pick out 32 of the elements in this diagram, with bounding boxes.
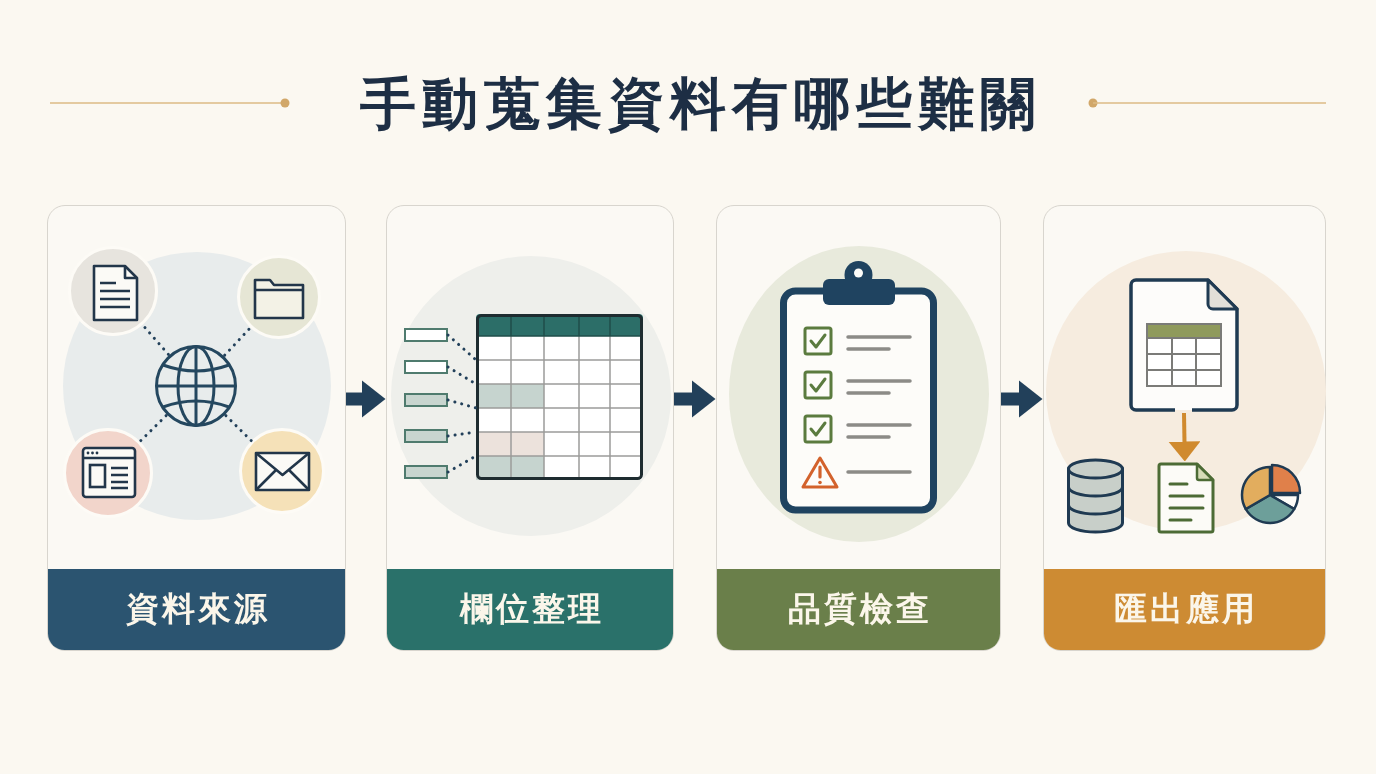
dotted-line bbox=[446, 333, 478, 362]
step-title-banner: 品質檢查 bbox=[717, 569, 1000, 650]
field-slot bbox=[404, 360, 448, 374]
step-title-banner: 資料來源 bbox=[48, 569, 345, 650]
folder-icon bbox=[237, 255, 321, 339]
dotted-line bbox=[223, 326, 252, 357]
envelope-icon bbox=[239, 428, 325, 514]
arrow bbox=[1168, 412, 1201, 462]
dotted-line bbox=[141, 323, 170, 356]
dotted-line bbox=[224, 414, 253, 443]
step-card bbox=[1043, 205, 1326, 651]
spreadsheet-file-icon bbox=[1128, 277, 1240, 413]
browser-window-icon bbox=[63, 428, 153, 518]
document-icon bbox=[68, 246, 158, 336]
step-card bbox=[716, 205, 1001, 651]
field-slot bbox=[404, 393, 448, 407]
step-card bbox=[47, 205, 346, 651]
step-card bbox=[386, 205, 674, 651]
arrow bbox=[346, 380, 386, 418]
field-slot bbox=[404, 465, 448, 479]
step-title-banner: 欄位整理 bbox=[387, 569, 673, 650]
field-slot bbox=[404, 328, 448, 342]
field-slot bbox=[404, 429, 448, 443]
title: 手動蒐集資料有哪些難關 bbox=[359, 70, 1042, 136]
globe-icon bbox=[154, 344, 238, 428]
table-grid bbox=[476, 314, 643, 480]
document-icon bbox=[1157, 462, 1215, 534]
dotted-line bbox=[446, 398, 478, 410]
arrow bbox=[674, 380, 716, 418]
dotted-line bbox=[138, 414, 168, 443]
step-title-banner: 匯出應用 bbox=[1044, 569, 1325, 650]
arrow bbox=[1001, 380, 1043, 418]
